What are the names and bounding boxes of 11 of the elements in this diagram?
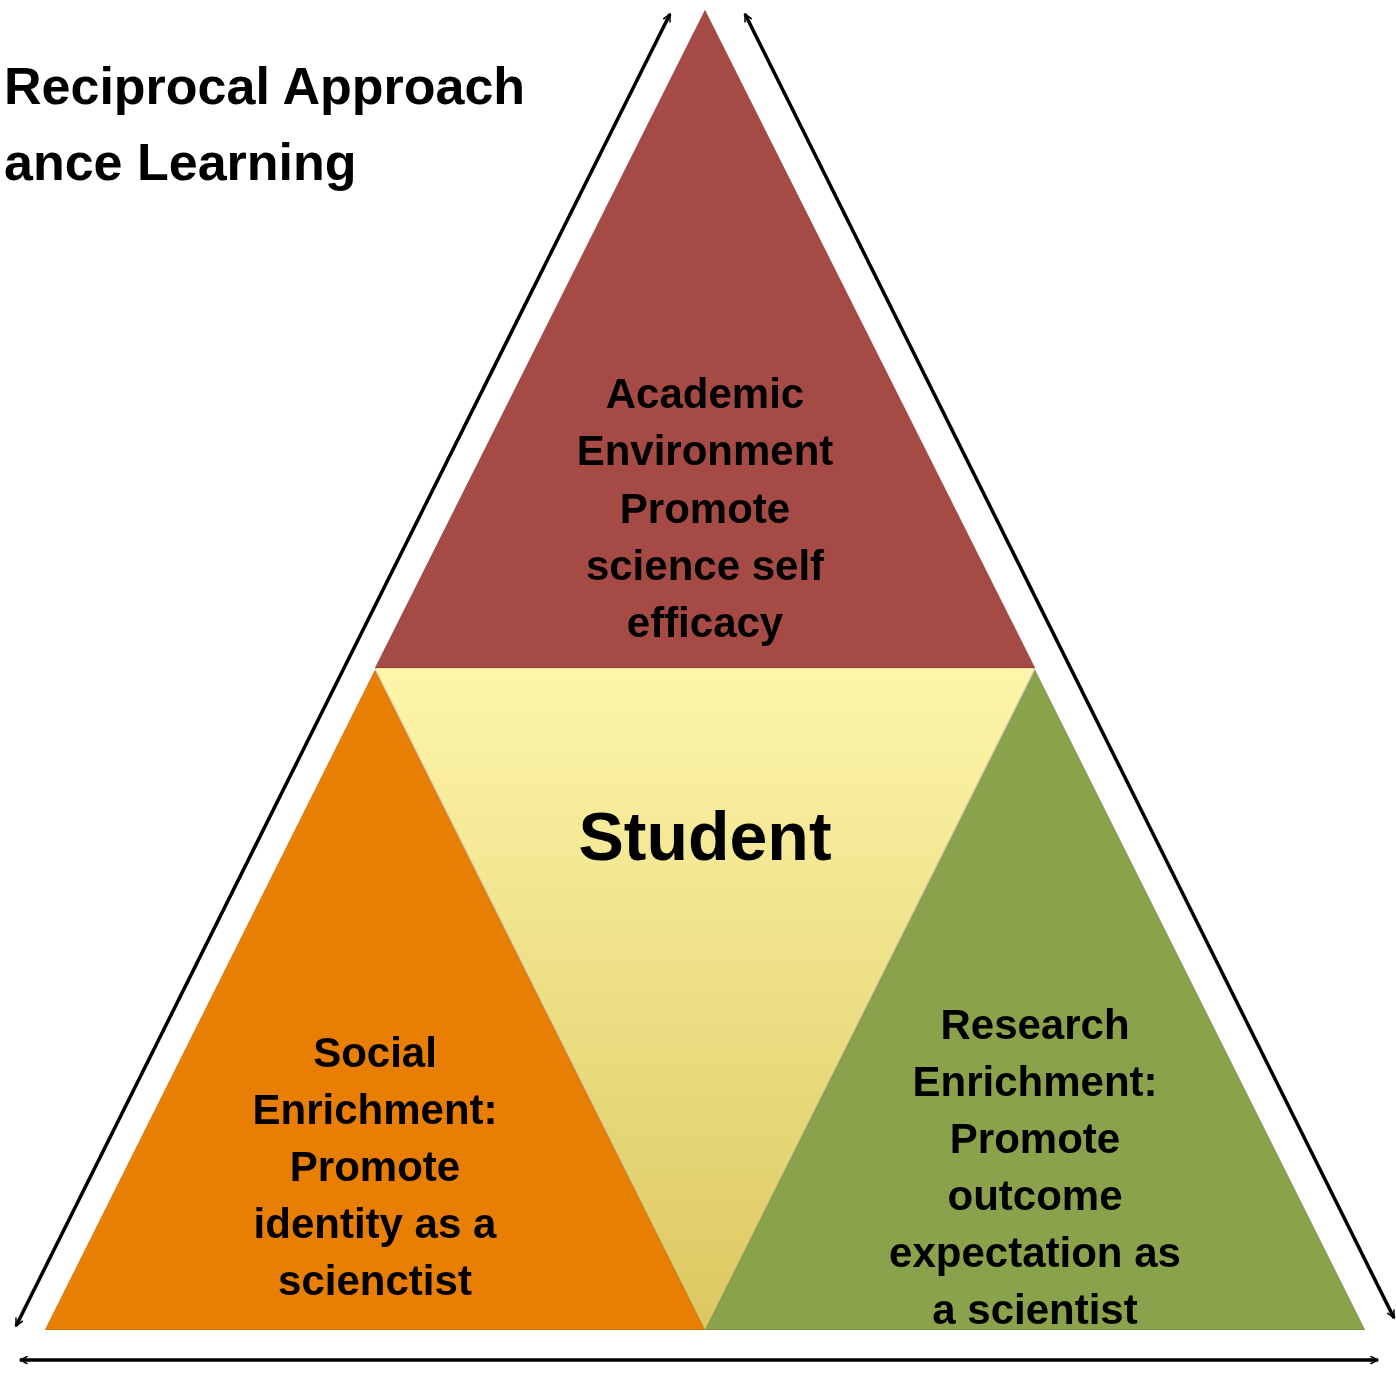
double-arrow (743, 13, 1396, 1319)
node-heading: Social Enrichment: (251, 1028, 499, 1135)
node-text: Promote outcome expectation as a scientist (888, 1114, 1182, 1335)
double-arrow (14, 13, 672, 1327)
title: Reciprocal Approach ance Learning (4, 56, 527, 193)
node-heading: Academic Environment (575, 369, 835, 476)
double-arrow (19, 1355, 1379, 1365)
node-text: Promote identity as a scienctist (252, 1142, 498, 1306)
node-heading: Research Enrichment: (911, 1000, 1159, 1107)
center-label: Student (577, 797, 833, 876)
node-text: Promote science self efficacy (584, 484, 826, 648)
